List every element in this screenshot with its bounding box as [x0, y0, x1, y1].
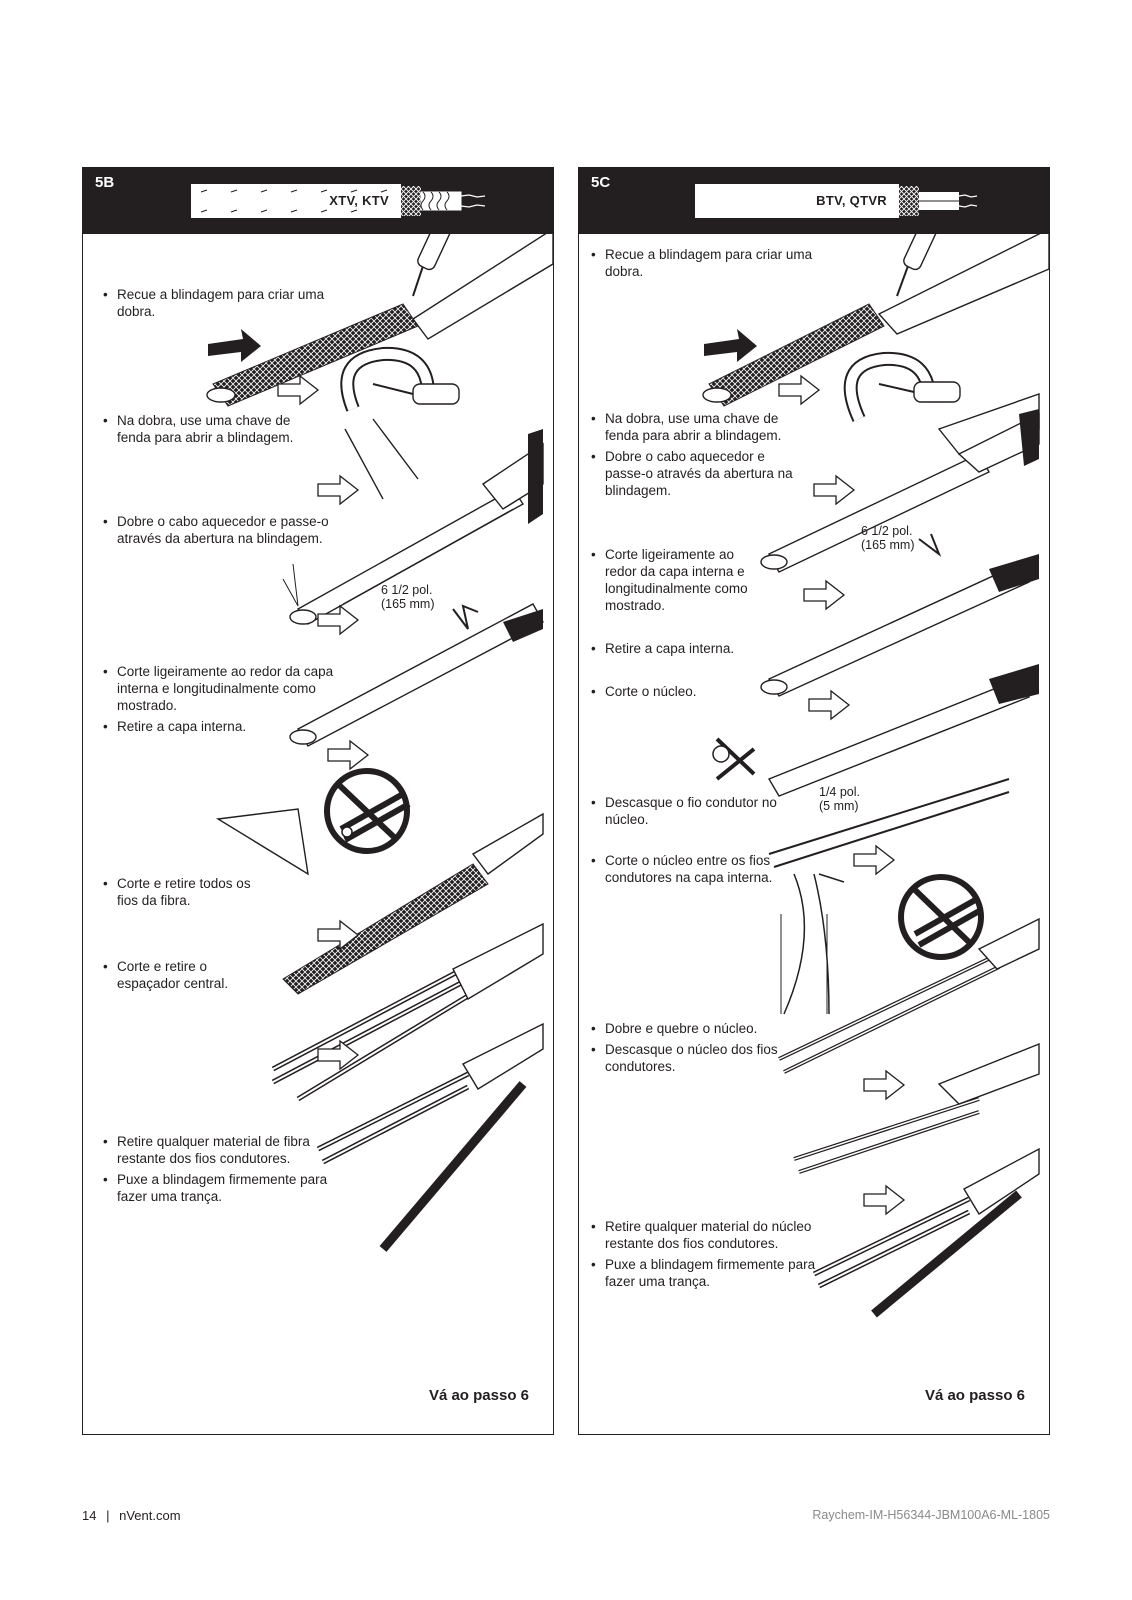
spacer-cut-illustration	[271, 922, 544, 1102]
site-link[interactable]: nVent.com	[119, 1508, 181, 1523]
step-text: Corte e retire o espaçador central.	[101, 958, 251, 992]
step-text: Dobre o cabo aquecedor e passe-o através…	[589, 448, 809, 499]
step-arrow	[803, 580, 845, 610]
step-text: Corte ligeiramente ao redor da capa inte…	[101, 663, 351, 714]
cable-label: BTV, QTVR	[816, 193, 887, 208]
step-list: Recue a blindagem para criar uma dobra.	[589, 246, 839, 284]
pliers-illustration	[768, 778, 1010, 1015]
dimension-label: 6 1/2 pol. (165 mm)	[381, 583, 435, 611]
shield-fold-illustration	[702, 234, 1049, 407]
step-text: Corte e retire todos os fios da fibra.	[101, 875, 251, 909]
prohibition-icon	[898, 874, 984, 960]
step-arrow	[317, 475, 359, 505]
cable-label-box: XTV, KTV	[191, 184, 401, 218]
panel-header: 5C BTV, QTVR	[579, 168, 1049, 234]
step-list: Dobre e quebre o núcleo. Descasque o núc…	[589, 1020, 789, 1079]
screwdriver-opening-illustration	[843, 351, 1040, 455]
screwdriver-opening-illustration	[340, 346, 460, 500]
panel-5b: 5B XTV, KTV	[82, 167, 554, 1435]
step-text: Dobre e quebre o núcleo.	[589, 1020, 789, 1037]
braid-illustration	[812, 1147, 1040, 1318]
step-list: Retire qualquer material do núcleo resta…	[589, 1218, 829, 1294]
step-text: Retire qualquer material de fibra restan…	[101, 1133, 351, 1167]
step-list: Corte e retire o espaçador central.	[101, 958, 251, 996]
step-list: Descasque o fio condutor no núcleo.	[589, 794, 779, 832]
footer-separator: |	[106, 1508, 110, 1523]
step-text: Corte ligeiramente ao redor da capa inte…	[589, 546, 749, 614]
step-arrow	[853, 845, 895, 875]
shield-fold-illustration	[206, 234, 553, 407]
step-text: Na dobra, use uma chave de fenda para ab…	[101, 412, 321, 446]
step-arrow	[778, 375, 820, 405]
go-to-step-6: Vá ao passo 6	[428, 1387, 529, 1404]
step-text: Retire a capa interna.	[589, 640, 789, 657]
step-text: Puxe a blindagem firmemente para fazer u…	[589, 1256, 829, 1290]
step-text: Corte o núcleo entre os fios condutores …	[589, 852, 774, 886]
step-list: Corte ligeiramente ao redor da capa inte…	[101, 663, 351, 739]
step-arrow	[863, 1185, 905, 1215]
illustration-5b	[206, 234, 553, 1252]
step-text: Recue a blindagem para criar uma dobra.	[589, 246, 839, 280]
fiber-cut-illustration	[215, 808, 544, 995]
footer-left: 14 | nVent.com	[82, 1508, 181, 1523]
inner-jacket-cut-illustration	[760, 554, 1039, 697]
panel-id: 5B	[95, 174, 115, 191]
cable-through-shield-illustration	[282, 429, 544, 625]
step-list: Na dobra, use uma chave de fenda para ab…	[101, 412, 321, 450]
panel-header: 5B XTV, KTV	[83, 168, 553, 234]
step-list: Recue a blindagem para criar uma dobra.	[101, 286, 351, 324]
step-arrow	[813, 475, 855, 505]
core-break-illustration	[778, 917, 1040, 1074]
dimension-label: 6 1/2 pol. (165 mm)	[861, 524, 915, 552]
strip-core-illustration	[793, 1042, 1040, 1174]
step-list: Dobre o cabo aquecedor e passe-o através…	[101, 513, 351, 551]
step-arrow	[808, 690, 850, 720]
step-text: Retire a capa interna.	[101, 718, 351, 735]
step-list: Retire a capa interna.	[589, 640, 789, 661]
cable-jacket-graphic	[200, 189, 388, 213]
cable-end-graphic	[401, 186, 486, 216]
prohibition-icon	[324, 768, 411, 854]
step-text: Descasque o fio condutor no núcleo.	[589, 794, 779, 828]
step-list: Corte o núcleo entre os fios condutores …	[589, 852, 774, 890]
go-to-step-6: Vá ao passo 6	[924, 1387, 1025, 1404]
step-list: Na dobra, use uma chave de fenda para ab…	[589, 410, 809, 503]
cable-end-graphic	[899, 186, 978, 216]
step-text: Puxe a blindagem firmemente para fazer u…	[101, 1171, 351, 1205]
step-list: Corte o núcleo.	[589, 683, 789, 704]
cable-through-shield-illustration	[760, 409, 1040, 573]
panel-id: 5C	[591, 174, 611, 191]
step-list: Corte ligeiramente ao redor da capa inte…	[589, 546, 749, 618]
step-list: Corte e retire todos os fios da fibra.	[101, 875, 251, 913]
page-number: 14	[82, 1508, 97, 1523]
cable-label: XTV, KTV	[329, 193, 389, 208]
step-text: Descasque o núcleo dos fios condutores.	[589, 1041, 789, 1075]
step-text: Na dobra, use uma chave de fenda para ab…	[589, 410, 809, 444]
step-text: Retire qualquer material do núcleo resta…	[589, 1218, 829, 1252]
step-text: Recue a blindagem para criar uma dobra.	[101, 286, 351, 320]
step-text: Corte o núcleo.	[589, 683, 789, 700]
cable-label-box: BTV, QTVR	[695, 184, 899, 218]
doc-code: Raychem-IM-H56344-JBM100A6-ML-1805	[812, 1508, 1050, 1522]
step-arrow	[863, 1070, 905, 1100]
step-arrow	[327, 740, 369, 770]
panel-5c: 5C BTV, QTVR	[578, 167, 1050, 1435]
core-cut-illustration	[712, 664, 1039, 797]
illustration-5c	[702, 234, 1049, 1318]
inner-jacket-cut-illustration	[289, 603, 544, 747]
step-text: Dobre o cabo aquecedor e passe-o através…	[101, 513, 351, 547]
dimension-label: 1/4 pol. (5 mm)	[819, 785, 861, 813]
step-list: Retire qualquer material de fibra restan…	[101, 1133, 351, 1209]
